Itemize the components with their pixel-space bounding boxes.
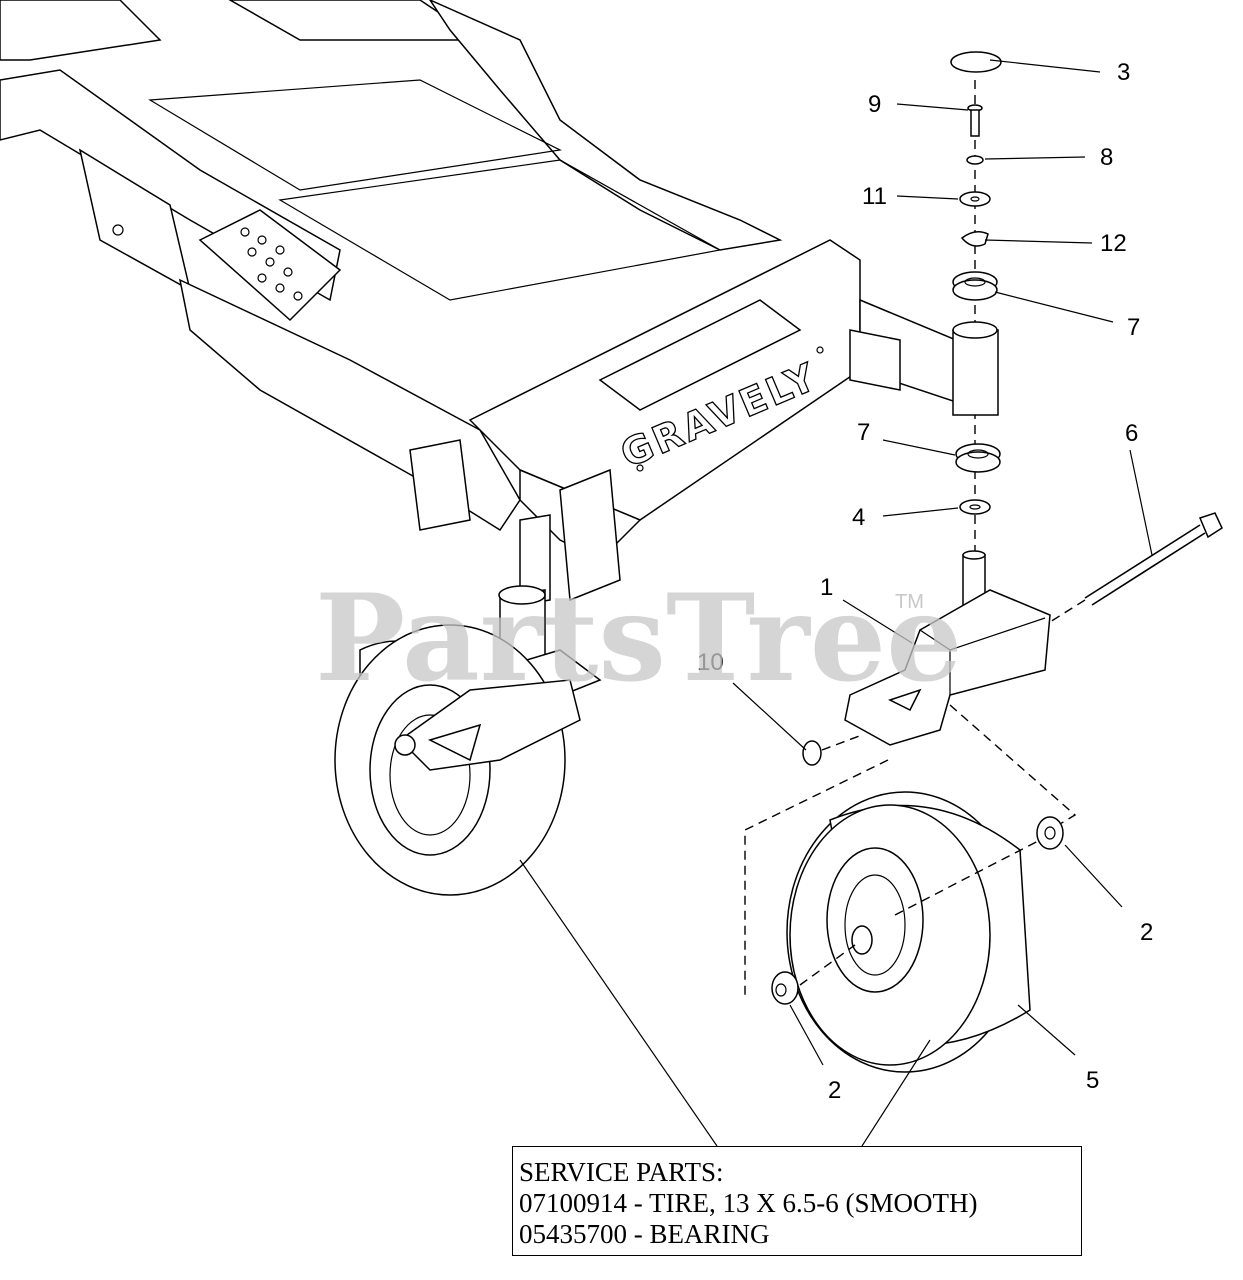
leader-lines — [519, 59, 1153, 1147]
service-parts-line-bearing: 05435700 - BEARING — [519, 1219, 770, 1249]
callout-5: 5 — [1086, 1067, 1099, 1094]
footrest-holes — [240, 227, 303, 301]
callout-1: 1 — [820, 574, 833, 601]
flat-washer-11 — [959, 191, 991, 207]
callout-2-left: 2 — [828, 1077, 841, 1104]
washer-4 — [959, 499, 991, 515]
right-wheel-rim — [826, 847, 924, 993]
watermark: PartsTree TM — [315, 568, 962, 709]
callout-6: 6 — [1125, 420, 1138, 447]
mower-frame: GRAVELY — [0, 0, 981, 606]
nut-10 — [802, 740, 822, 766]
watermark-trademark: TM — [895, 591, 924, 613]
axle-bolt-6 — [1084, 524, 1201, 599]
key-12 — [960, 231, 989, 247]
callout-7-upper: 7 — [1127, 314, 1140, 341]
bolt-9 — [970, 109, 980, 137]
callout-9: 9 — [868, 91, 881, 118]
callout-3: 3 — [1117, 59, 1130, 86]
spacer-tube — [952, 329, 999, 416]
left-caster-wheel-assembly — [334, 585, 602, 896]
callout-2-right: 2 — [1140, 919, 1153, 946]
callouts: 3 9 8 11 12 7 7 6 4 1 10 2 2 5 — [697, 59, 1153, 1104]
service-parts-box: SERVICE PARTS: 07100914 - TIRE, 13 X 6.5… — [512, 1146, 1082, 1256]
service-parts-title: SERVICE PARTS: — [519, 1157, 724, 1187]
callout-8: 8 — [1100, 144, 1113, 171]
service-parts-line-tire: 07100914 - TIRE, 13 X 6.5-6 (SMOOTH) — [519, 1188, 978, 1218]
callout-10: 10 — [697, 649, 724, 676]
right-caster-exploded — [744, 51, 1223, 1073]
callout-7-lower: 7 — [857, 419, 870, 446]
lock-washer-8 — [966, 155, 984, 165]
bearing-cap-2-right — [1036, 816, 1064, 850]
retaining-ring-3 — [950, 51, 1002, 73]
callout-12: 12 — [1100, 230, 1127, 257]
bearing-cap-2-left — [771, 971, 799, 1005]
callout-11: 11 — [862, 183, 887, 210]
caster-fork-1 — [844, 589, 1051, 746]
watermark-text: PartsTree — [315, 568, 962, 709]
callout-4: 4 — [852, 504, 865, 531]
